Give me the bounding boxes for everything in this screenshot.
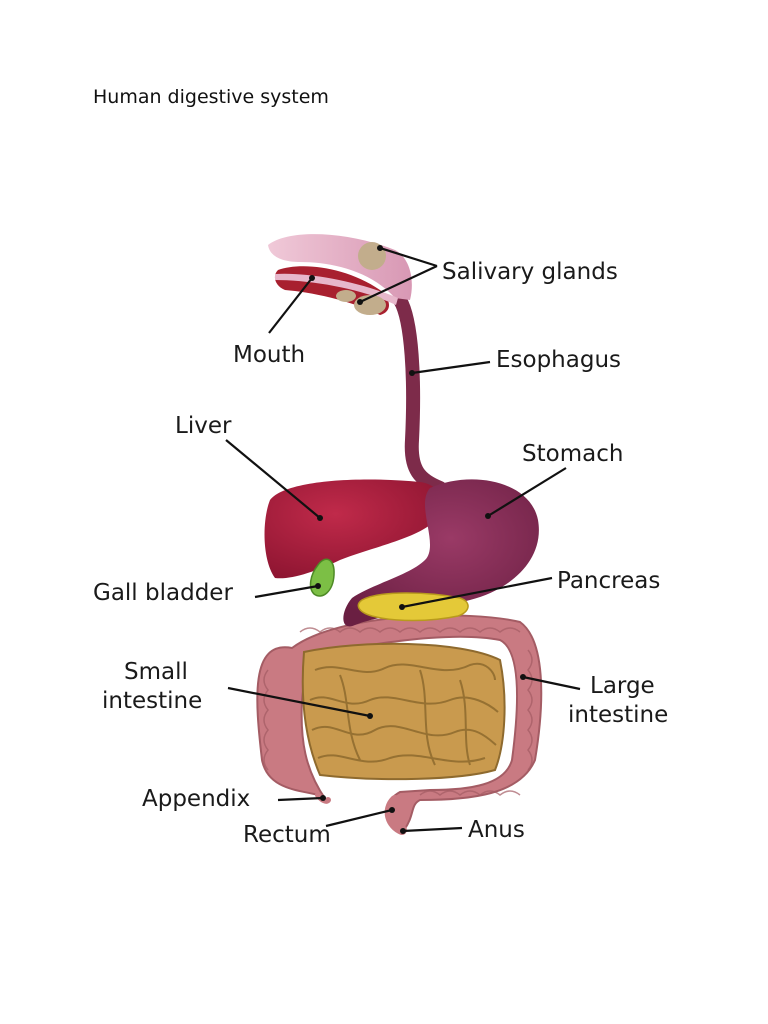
dot-esophagus (409, 370, 415, 376)
label-mouth: Mouth (233, 342, 305, 368)
leader-gall-bladder (254, 584, 319, 599)
dot-large-intestine (520, 674, 526, 680)
label-esophagus: Esophagus (496, 347, 621, 373)
label-rectum: Rectum (243, 822, 331, 848)
leader-salivary-lower (359, 265, 438, 303)
large-intestine-haustra (263, 627, 533, 796)
dot-salivary-upper (377, 245, 383, 251)
label-large-intestine-line1: Large (590, 673, 655, 699)
dot-stomach (485, 513, 491, 519)
leader-anus (402, 826, 463, 833)
label-large-intestine-line2: intestine (568, 702, 668, 728)
label-small-intestine-line1: Small (124, 659, 188, 685)
mouth-region (268, 234, 412, 315)
leader-rectum (325, 808, 393, 828)
dot-mouth (309, 275, 315, 281)
dot-small-intestine (367, 713, 373, 719)
labels: Salivary glands Mouth Esophagus Liver St… (93, 259, 668, 848)
dot-liver (317, 515, 323, 521)
dot-salivary-lower (357, 299, 363, 305)
dot-anus (400, 828, 406, 834)
label-anus: Anus (468, 817, 525, 843)
rectum (384, 795, 407, 835)
leader-appendix (277, 796, 324, 802)
leader-salivary-upper (379, 246, 438, 268)
leader-large-intestine (522, 675, 581, 691)
page-title: Human digestive system (93, 86, 329, 108)
lower-jaw (275, 273, 398, 305)
label-salivary-glands: Salivary glands (442, 259, 618, 285)
small-intestine (301, 642, 506, 781)
label-pancreas: Pancreas (557, 568, 660, 594)
small-intestine-loops (309, 662, 499, 766)
label-gall-bladder: Gall bladder (93, 580, 233, 606)
leader-esophagus (411, 360, 491, 375)
esophagus (393, 293, 447, 495)
dot-gall-bladder (315, 583, 321, 589)
leader-liver (225, 439, 321, 519)
dot-rectum (389, 807, 395, 813)
leader-mouth (268, 277, 313, 334)
dot-pancreas (399, 604, 405, 610)
liver (264, 479, 442, 579)
label-liver: Liver (175, 413, 232, 439)
leader-dots (309, 245, 526, 834)
label-stomach: Stomach (522, 441, 623, 467)
leader-small-intestine (227, 686, 371, 718)
label-small-intestine-line2: intestine (102, 688, 202, 714)
dot-appendix (320, 795, 326, 801)
leader-pancreas (401, 576, 553, 609)
label-appendix: Appendix (142, 786, 250, 812)
salivary-gland-small (336, 290, 356, 302)
leader-stomach (487, 467, 567, 517)
leader-lines (225, 246, 581, 833)
